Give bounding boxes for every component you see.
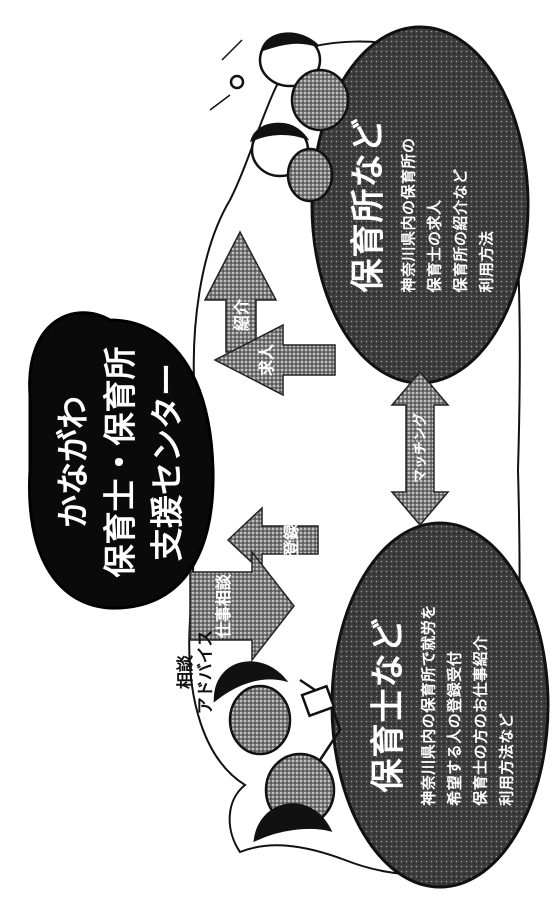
kids-illustration [209, 32, 350, 203]
teacher-title: 保育士など [368, 617, 409, 793]
teacher-line-3: 保育士の方のお仕事紹介 [471, 635, 490, 806]
arrow-matching-label: マッチング [413, 413, 429, 483]
arrow-job-consult [189, 549, 295, 663]
center-title-line-1: かながわ [53, 396, 93, 528]
teacher-line-2: 希望する人の登録受付 [445, 650, 464, 806]
advice-label: 相談 アドバイス [176, 630, 216, 715]
teacher-text: 保育士など 神奈川県内の保育所で就労を 希望する人の登録受付 保育士の方のお仕事… [361, 604, 520, 806]
teacher-line-4: 利用方法など [497, 712, 516, 806]
nursery-line-3: 保育所の紹介など [451, 168, 470, 293]
advice-line-2: アドバイス [196, 629, 216, 715]
nursery-text: 保育所など 神奈川県内の保育所の 保育士の求人 保育所の紹介など 利用方法 [341, 118, 500, 293]
nursery-title: 保育所など [348, 117, 389, 293]
nursery-line-4: 利用方法 [477, 230, 496, 293]
arrow-job-offer-label: 求人 [257, 343, 276, 377]
center-bubble [28, 311, 215, 610]
arrow-introduce [203, 230, 278, 353]
arrow-job-consult-label: 仕事相談 [214, 573, 233, 639]
arrow-registration-label: 登録 [282, 523, 301, 557]
arrow-matching [390, 370, 450, 527]
nursery-line-2: 保育士の求人 [425, 199, 444, 293]
nursery-line-1: 神奈川県内の保育所の [399, 137, 418, 293]
advice-line-1: 相談 [176, 655, 196, 689]
adults-illustration [213, 661, 342, 843]
center-title-line-3: 支援センター [147, 363, 187, 561]
arrow-job-offer [213, 323, 336, 397]
center-title: かながわ 保育士・保育所 支援センター [50, 347, 191, 578]
center-title-line-2: 保育士・保育所 [100, 346, 140, 578]
arrow-introduce-label: 紹介 [232, 298, 251, 332]
teacher-line-1: 神奈川県内の保育所で就労を [419, 604, 438, 806]
